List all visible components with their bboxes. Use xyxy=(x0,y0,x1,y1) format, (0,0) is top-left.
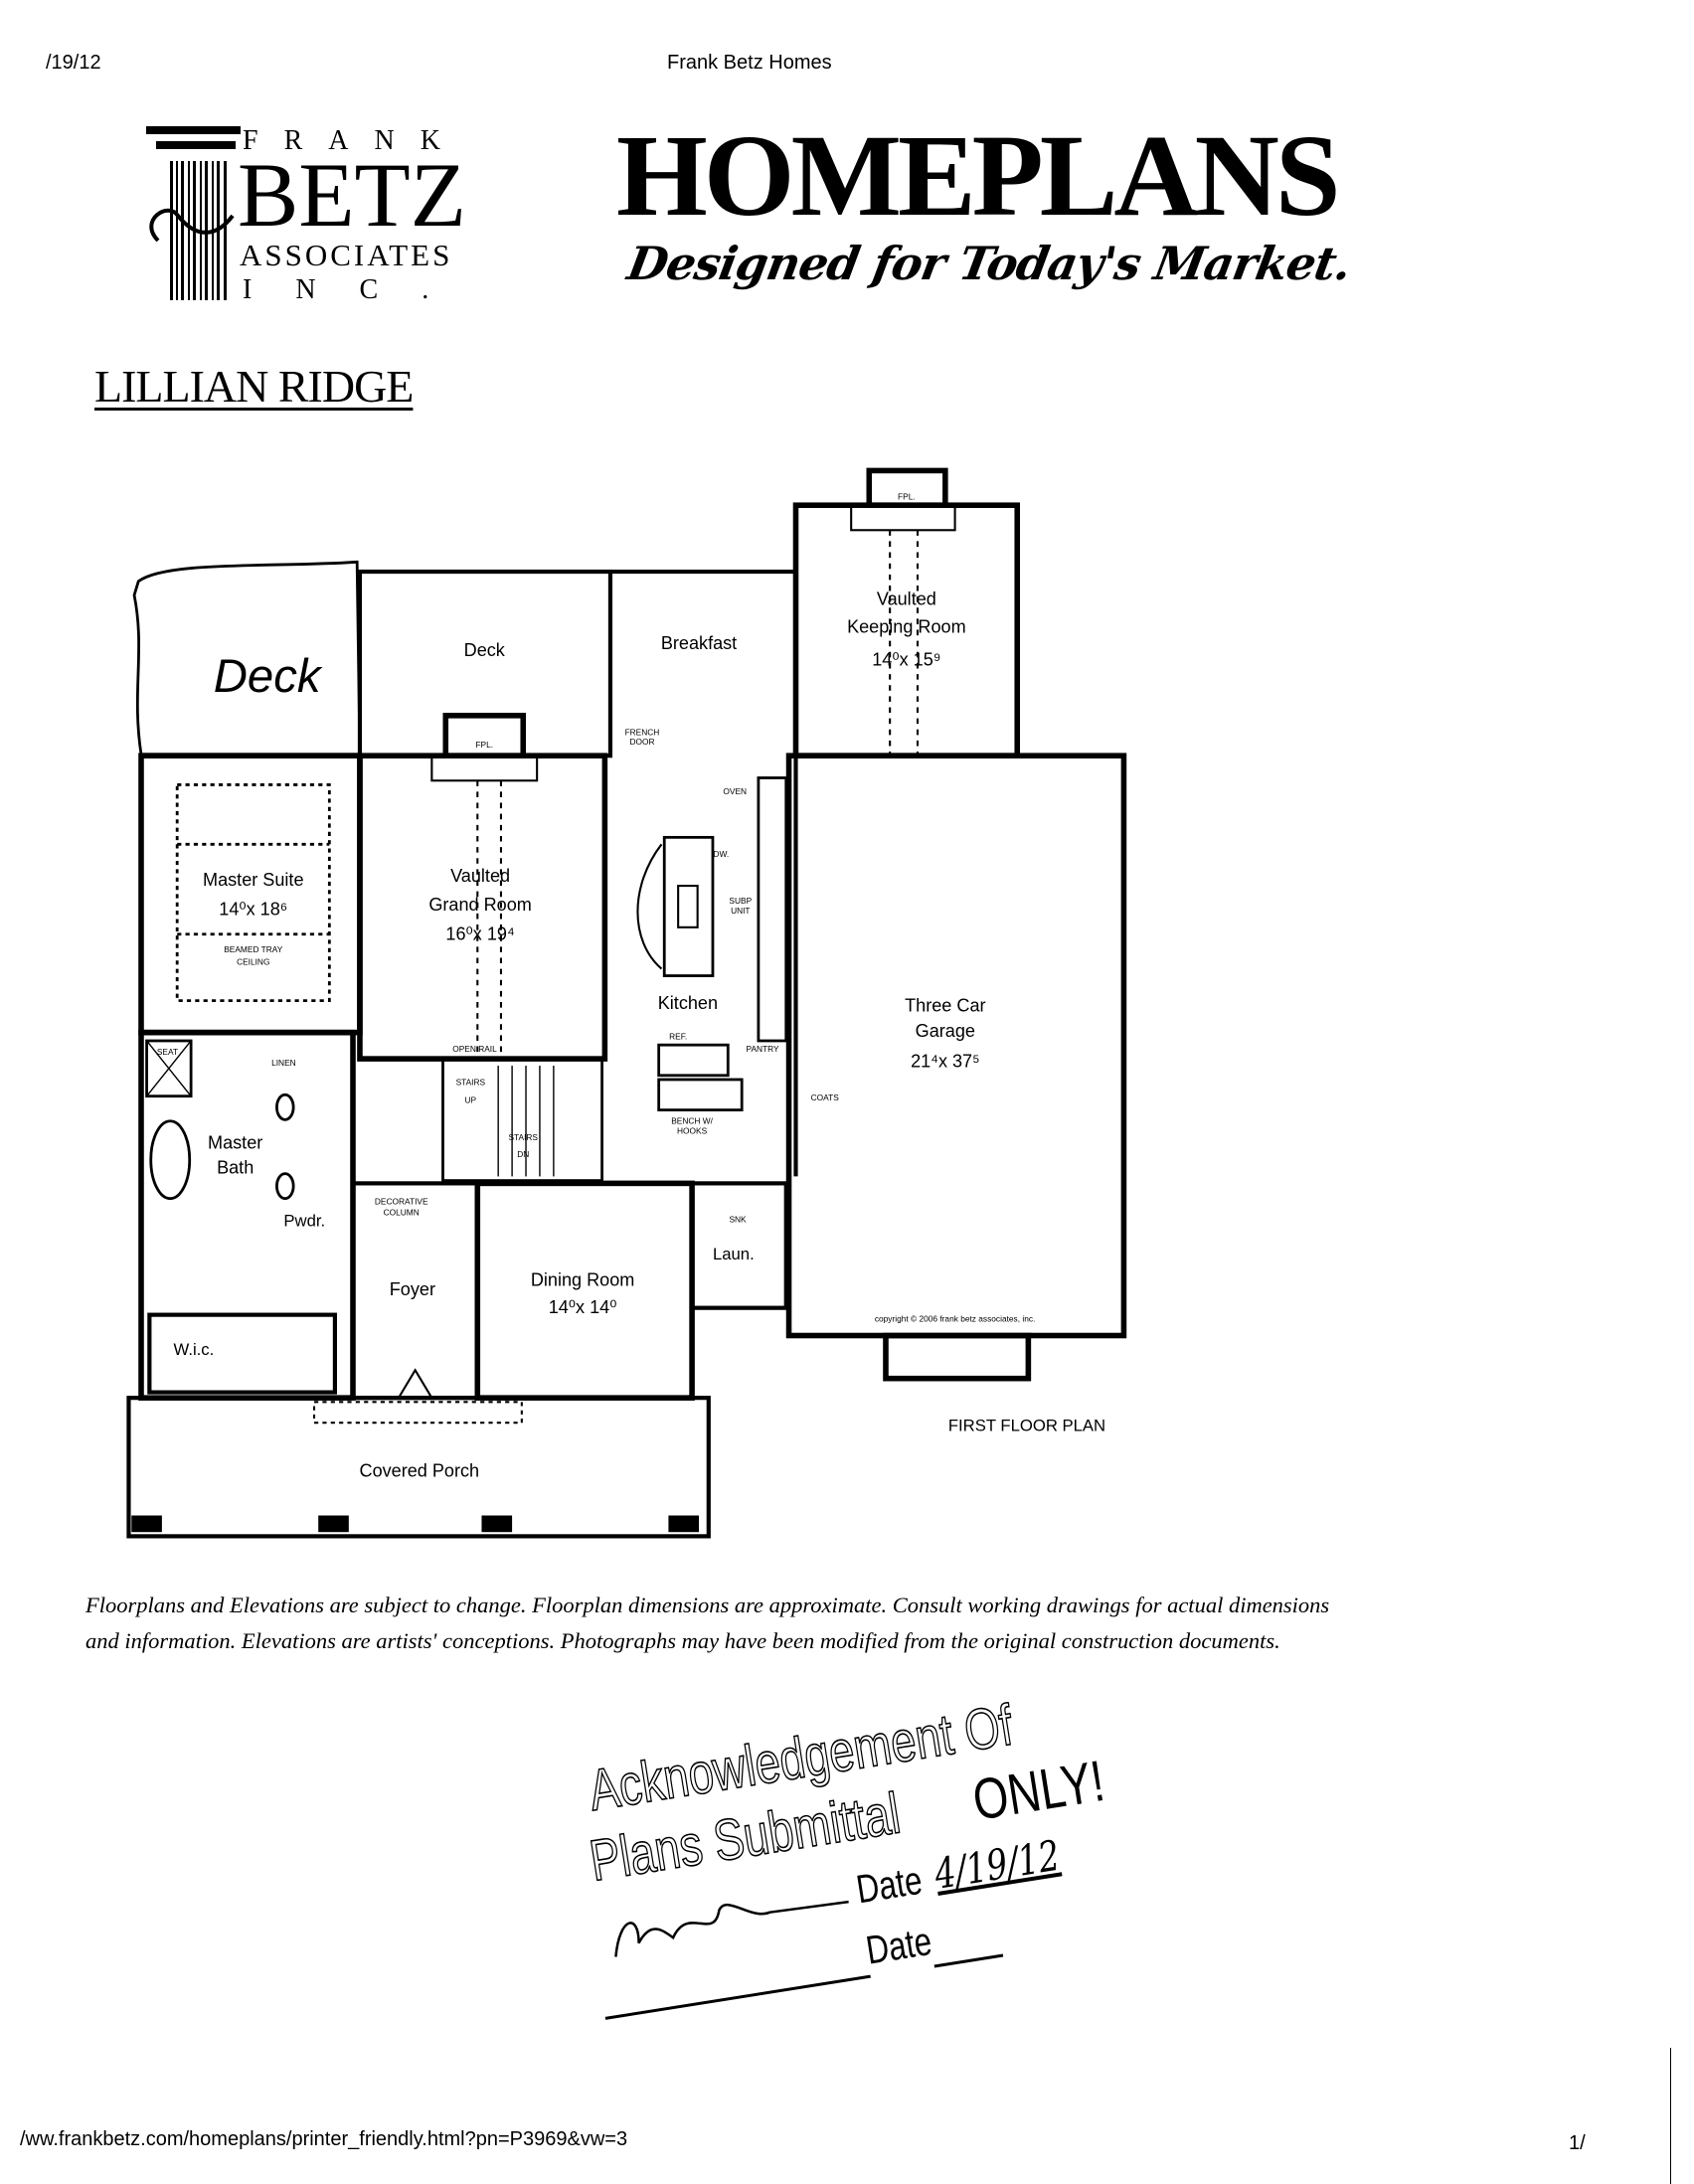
svg-text:COATS: COATS xyxy=(811,1092,840,1102)
deck-area xyxy=(357,569,613,758)
svg-text:Pwdr.: Pwdr. xyxy=(283,1212,325,1231)
svg-text:BENCH W/: BENCH W/ xyxy=(671,1116,713,1126)
svg-text:INC.: INC. xyxy=(243,274,472,305)
svg-text:Three Car: Three Car xyxy=(905,996,985,1016)
homeplans-headline: HOMEPLANS xyxy=(616,110,1340,241)
disclaimer-line-2: and information. Elevations are artists'… xyxy=(85,1628,1280,1653)
svg-text:BEAMED TRAY: BEAMED TRAY xyxy=(224,944,282,954)
svg-text:HOOKS: HOOKS xyxy=(677,1125,708,1135)
svg-text:Vaulted: Vaulted xyxy=(450,866,510,886)
svg-text:SNK: SNK xyxy=(729,1214,747,1224)
svg-text:14⁰x 14⁰: 14⁰x 14⁰ xyxy=(549,1297,617,1317)
svg-text:SUBP: SUBP xyxy=(729,896,752,906)
disclaimer-line-1: Floorplans and Elevations are subject to… xyxy=(85,1593,1330,1617)
svg-text:COLUMN: COLUMN xyxy=(384,1207,420,1217)
svg-text:Bath: Bath xyxy=(217,1158,254,1178)
svg-text:BETZ: BETZ xyxy=(238,144,466,246)
covered-porch xyxy=(126,1396,711,1539)
date-label-2: Date xyxy=(863,1919,935,1973)
svg-text:DN: DN xyxy=(517,1149,529,1159)
page-header-title: Frank Betz Homes xyxy=(667,52,832,74)
svg-text:SEAT: SEAT xyxy=(157,1047,178,1057)
svg-text:Breakfast: Breakfast xyxy=(661,633,737,653)
svg-text:FRANK: FRANK xyxy=(243,125,466,156)
svg-text:Dining Room: Dining Room xyxy=(531,1269,635,1289)
svg-text:copyright © 2006 frank betz as: copyright © 2006 frank betz associates, … xyxy=(875,1314,1036,1324)
svg-text:PANTRY: PANTRY xyxy=(747,1044,780,1054)
print-date: /19/12 xyxy=(46,52,101,74)
date-value: 4/19/12 xyxy=(931,1830,1064,1899)
svg-text:21⁴x 37⁵: 21⁴x 37⁵ xyxy=(911,1051,980,1071)
grand-fireplace xyxy=(442,713,527,758)
svg-text:Master: Master xyxy=(208,1133,262,1153)
stamp-line-2b: ONLY! xyxy=(968,1748,1109,1833)
date-label-1: Date xyxy=(853,1858,926,1913)
svg-text:STAIRS: STAIRS xyxy=(508,1132,538,1142)
svg-text:UP: UP xyxy=(465,1095,477,1105)
svg-text:UNIT: UNIT xyxy=(731,906,750,916)
svg-text:STAIRS: STAIRS xyxy=(456,1078,486,1088)
svg-text:DW.: DW. xyxy=(713,849,729,859)
svg-text:Kitchen: Kitchen xyxy=(658,993,718,1013)
svg-text:OVEN: OVEN xyxy=(723,786,747,796)
page-number: 1/ xyxy=(1569,2132,1586,2154)
column-logo-icon xyxy=(146,126,241,300)
laundry xyxy=(689,1181,788,1310)
svg-text:CEILING: CEILING xyxy=(237,956,269,966)
footer-url: /ww.frankbetz.com/homeplans/printer_frie… xyxy=(20,2128,628,2150)
svg-text:Grand Room: Grand Room xyxy=(428,895,531,915)
svg-text:REF.: REF. xyxy=(669,1032,687,1042)
svg-text:Garage: Garage xyxy=(916,1021,975,1041)
svg-text:W.i.c.: W.i.c. xyxy=(174,1340,215,1359)
svg-text:Keeping Room: Keeping Room xyxy=(847,616,966,636)
frank-betz-logo: FRANK BETZ ASSOCIATES INC. xyxy=(146,125,472,305)
svg-text:FRENCH: FRENCH xyxy=(625,727,660,737)
kitchen-island xyxy=(662,835,715,977)
svg-text:FPL.: FPL. xyxy=(898,492,916,502)
svg-text:Covered Porch: Covered Porch xyxy=(360,1461,480,1481)
tray-ceiling xyxy=(175,783,331,1003)
acknowledgement-stamp: Acknowledgement Of Plans Submittal ONLY!… xyxy=(565,1661,1264,2088)
garage xyxy=(785,753,1127,1339)
svg-text:DOOR: DOOR xyxy=(629,737,654,747)
svg-text:Deck: Deck xyxy=(464,640,506,660)
svg-text:Laun.: Laun. xyxy=(713,1245,755,1263)
svg-text:14⁰x 15⁹: 14⁰x 15⁹ xyxy=(872,650,940,670)
svg-text:DECORATIVE: DECORATIVE xyxy=(375,1196,428,1206)
svg-text:LINEN: LINEN xyxy=(271,1058,296,1068)
master-suite xyxy=(138,753,363,1036)
svg-text:Master Suite: Master Suite xyxy=(203,870,303,890)
svg-text:16⁰x 19⁴: 16⁰x 19⁴ xyxy=(445,924,514,943)
bathtub xyxy=(149,1119,192,1201)
svg-text:14⁰x 18⁶: 14⁰x 18⁶ xyxy=(219,899,287,919)
svg-text:OPEN RAIL: OPEN RAIL xyxy=(452,1044,497,1054)
svg-text:ASSOCIATES: ASSOCIATES xyxy=(240,238,452,272)
handwritten-deck-label: Deck xyxy=(214,650,323,703)
dining-room xyxy=(474,1180,695,1401)
plan-label: FIRST FLOOR PLAN xyxy=(948,1417,1105,1435)
svg-text:FPL.: FPL. xyxy=(475,740,493,750)
plan-title: LILLIAN RIDGE xyxy=(94,361,414,412)
svg-text:Foyer: Foyer xyxy=(390,1279,435,1299)
scan-edge xyxy=(1670,2048,1671,2184)
svg-text:Vaulted: Vaulted xyxy=(877,588,936,608)
handwritten-deck-outline xyxy=(132,560,362,756)
signature xyxy=(614,1900,849,1957)
